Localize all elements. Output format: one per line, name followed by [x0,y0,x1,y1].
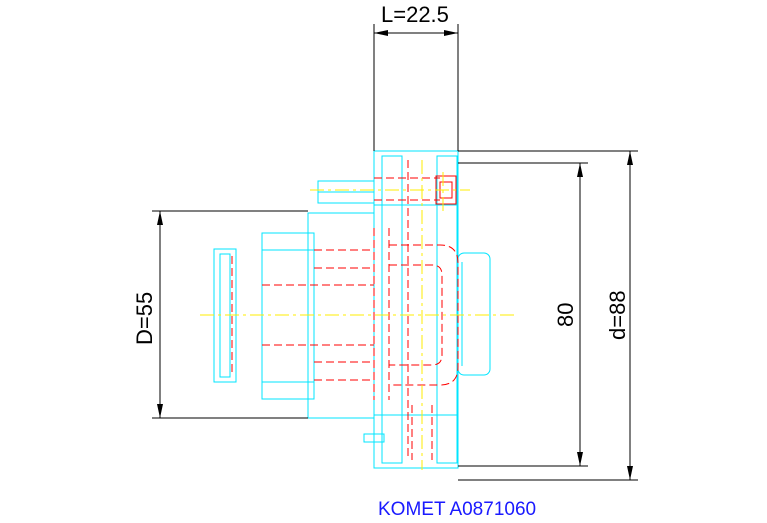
dimension-length: L=22.5 [373,2,459,151]
dimension-outer: d=88 [458,150,638,481]
part-outline [213,150,491,469]
hidden-lines [231,160,459,460]
dimension-inner: 80 [458,162,588,467]
outer-diameter-label: d=88 [605,290,630,340]
inner-diameter-label: 80 [553,303,578,327]
dimension-bore: D=55 [132,210,308,419]
center-lines [200,160,515,470]
part-number-caption: KOMET A0871060 [378,499,536,520]
length-label: L=22.5 [381,2,449,27]
bore-label: D=55 [132,292,157,345]
